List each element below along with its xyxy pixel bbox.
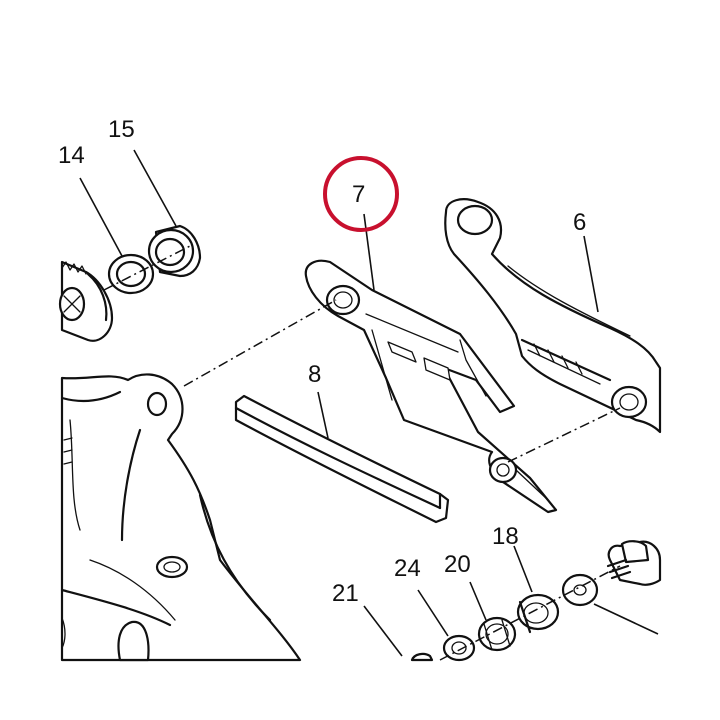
flange-nut-part-15 <box>147 224 202 278</box>
highlight-circle <box>323 156 399 232</box>
callout-6: 6 <box>573 209 586 236</box>
leader-lines <box>79 149 659 657</box>
callout-15: 15 <box>108 116 135 143</box>
frame-housing <box>60 373 302 662</box>
axis-line-7-to-6 <box>507 407 621 463</box>
hex-nut-assembly <box>58 260 114 342</box>
axis-line-14-15 <box>103 245 191 291</box>
callout-8: 8 <box>308 361 321 388</box>
callout-18: 18 <box>492 523 519 550</box>
arm-part-6 <box>444 198 662 434</box>
callout-24: 24 <box>394 555 421 582</box>
bracket-part-7 <box>304 259 558 514</box>
washer-part-14 <box>107 253 155 295</box>
callout-14: 14 <box>58 142 85 169</box>
slider-bar-part-8 <box>234 394 450 524</box>
callout-7: 7 <box>352 181 365 208</box>
callout-21: 21 <box>332 580 359 607</box>
bolt-assembly-bottom <box>410 540 662 662</box>
callout-20: 20 <box>444 551 471 578</box>
axis-line-frame-to-7 <box>183 299 337 387</box>
